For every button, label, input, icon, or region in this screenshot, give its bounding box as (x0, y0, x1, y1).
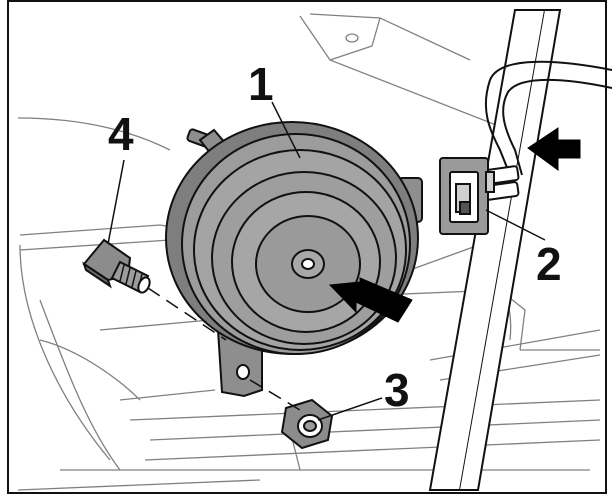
electrical-connector (439, 157, 495, 235)
mounting-tab-hole (236, 364, 250, 380)
horn-assembly (165, 121, 423, 398)
arrow-horn-icon (328, 277, 413, 323)
arrows (328, 127, 581, 323)
assembly-dash-lines (147, 287, 301, 411)
leader-lines (107, 101, 546, 421)
arrow-connector-icon (527, 127, 581, 171)
wiring-harness (484, 60, 612, 176)
mounting-nut (280, 398, 334, 450)
callout-1: 1 (248, 58, 274, 110)
frame-border (7, 0, 607, 494)
callout-2: 2 (536, 238, 562, 290)
callout-3: 3 (384, 364, 410, 416)
horn-bracket-rail (428, 9, 562, 491)
mounting-bolt (82, 238, 151, 294)
callout-4: 4 (108, 108, 134, 160)
